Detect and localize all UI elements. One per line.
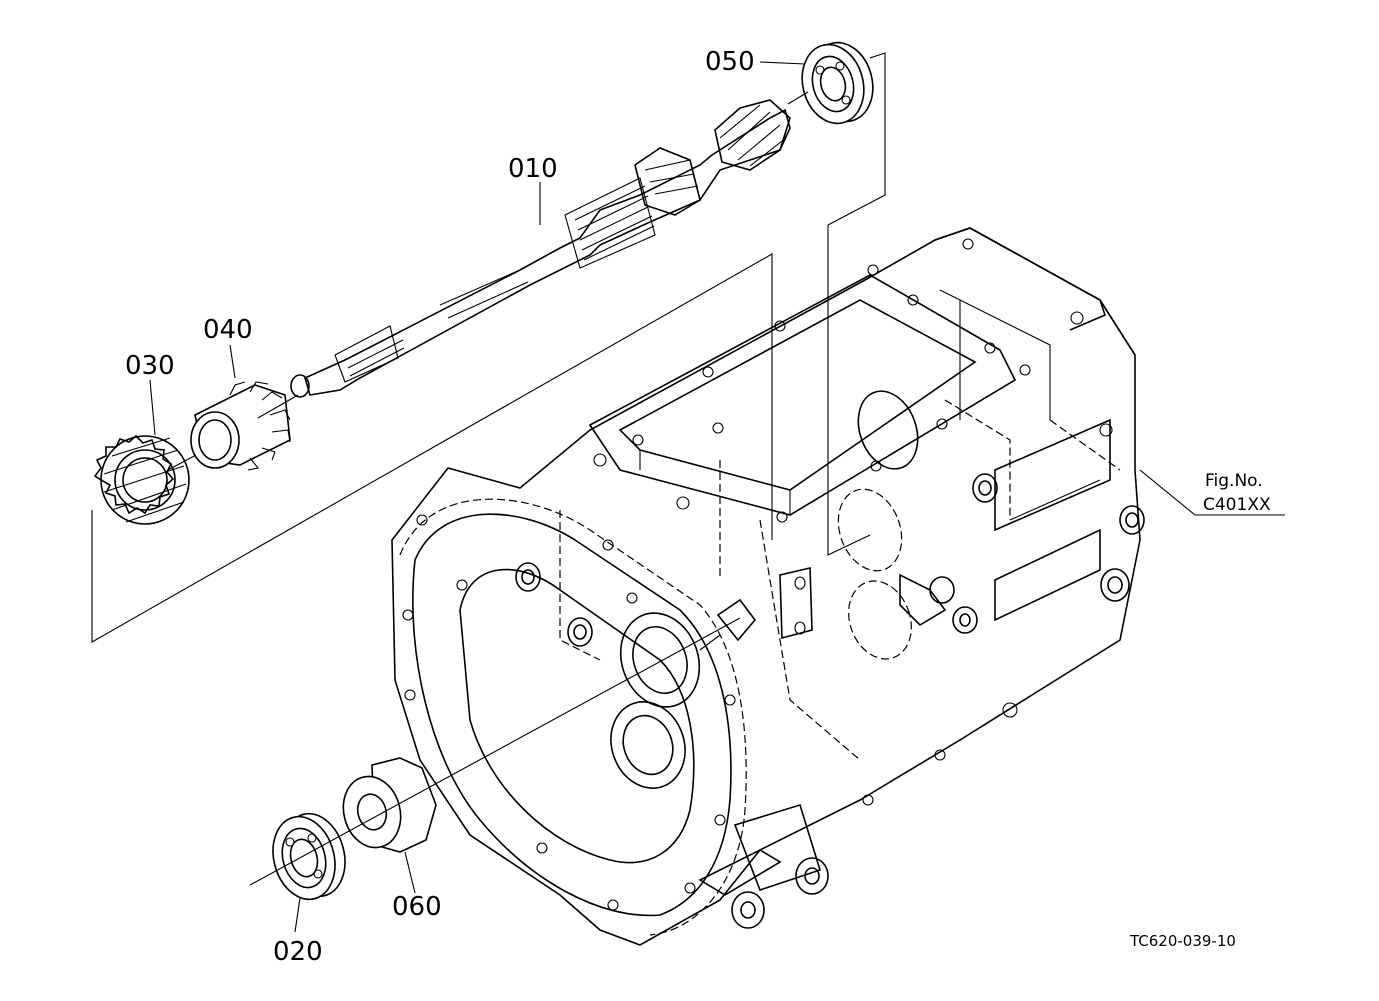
fig-ref-line1: Fig.No.	[1205, 471, 1263, 491]
label-010: 010	[508, 154, 558, 184]
label-060: 060	[392, 892, 442, 922]
helical-gear-030	[93, 434, 190, 525]
transmission-case	[391, 227, 1145, 946]
bearing-020	[272, 812, 346, 901]
label-030: 030	[125, 351, 175, 381]
leader-lines	[91, 52, 1285, 933]
label-020: 020	[273, 937, 323, 967]
spur-gear-040	[190, 381, 291, 471]
drawing-code: TC620-039-10	[1129, 932, 1236, 950]
fig-ref-line2: C401XX	[1203, 495, 1271, 515]
bearing-050	[801, 41, 874, 125]
shaft-010	[290, 99, 791, 398]
collar-060	[342, 757, 437, 853]
label-050: 050	[705, 47, 755, 77]
label-040: 040	[203, 315, 253, 345]
part-labels: 010 020 030 040 050 060 Fig.No. C401XX T…	[125, 47, 1271, 967]
